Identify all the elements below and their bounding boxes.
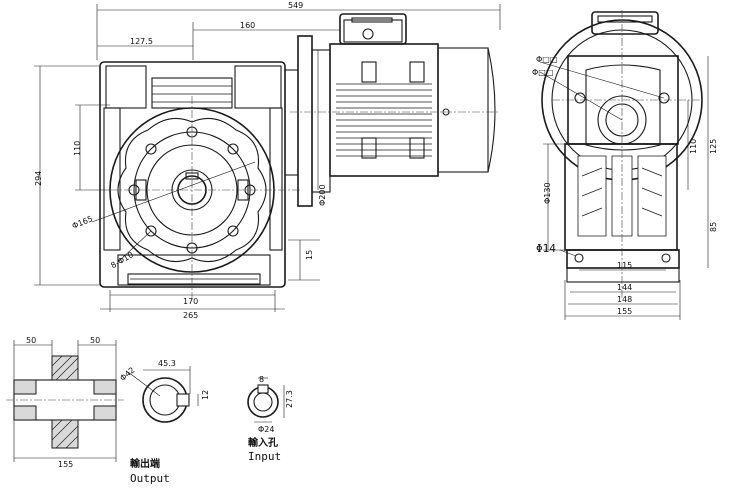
dim-right-phi130: Φ130 bbox=[543, 182, 552, 204]
dim-output-bore: Φ165 bbox=[71, 214, 94, 230]
input-hole-detail: 8 27.3 Φ24 輸入孔 Input bbox=[247, 375, 294, 463]
side-view: Φ□□ Φ□□ 110 125 85 Φ130 Φ14 115 144 148 … bbox=[532, 10, 718, 320]
dim-in-phi24: Φ24 bbox=[258, 425, 274, 434]
dim-in-8: 8 bbox=[259, 375, 264, 384]
dim-right-115: 115 bbox=[617, 261, 632, 270]
dim-shaft-50-left: 50 bbox=[26, 336, 36, 345]
dim-right-148: 148 bbox=[617, 295, 632, 304]
label-input-en: Input bbox=[248, 450, 281, 463]
dim-height-total: 294 bbox=[34, 171, 43, 186]
dim-base-265: 265 bbox=[183, 311, 198, 320]
dim-shaft-155: 155 bbox=[58, 460, 73, 469]
dim-right-phi-a: Φ□□ bbox=[536, 55, 557, 64]
motor-fins bbox=[336, 83, 432, 157]
label-output-cn: 輸出端 bbox=[130, 457, 160, 470]
dim-flange-15: 15 bbox=[305, 250, 314, 260]
dim-half-width: 127.5 bbox=[130, 37, 153, 46]
dim-motor-dia: Φ200 bbox=[318, 184, 327, 206]
dim-out-12: 12 bbox=[201, 390, 210, 400]
label-output-en: Output bbox=[130, 472, 170, 485]
housing-ribs bbox=[577, 155, 667, 237]
front-view: 549 160 127.5 294 110 bbox=[34, 1, 501, 320]
dim-base-170: 170 bbox=[183, 297, 198, 306]
dim-motor-offset: 160 bbox=[240, 21, 255, 30]
dim-right-phi14: Φ14 bbox=[536, 242, 556, 255]
dim-in-27-3: 27.3 bbox=[285, 390, 294, 408]
dim-shaft-50-right: 50 bbox=[90, 336, 100, 345]
output-bore-detail: 45.3 12 Φ42 輸出端 Output bbox=[118, 359, 210, 485]
dim-right-110: 110 bbox=[689, 139, 698, 154]
label-input-cn: 輸入孔 bbox=[248, 436, 278, 449]
dim-out-phi42: Φ42 bbox=[118, 365, 136, 382]
dim-right-85: 85 bbox=[709, 222, 718, 232]
dim-out-45-3: 45.3 bbox=[158, 359, 176, 368]
shaft-section: 50 50 155 bbox=[6, 336, 124, 469]
dim-right-155: 155 bbox=[617, 307, 632, 316]
dim-right-phi-b: Φ□□ bbox=[532, 68, 553, 77]
dim-mount-holes: 8-Φ10 bbox=[109, 250, 135, 270]
dim-right-144: 144 bbox=[617, 283, 632, 292]
dim-overall-length: 549 bbox=[288, 1, 303, 10]
dim-right-125: 125 bbox=[709, 139, 718, 154]
dim-flange-height: 110 bbox=[73, 141, 82, 156]
